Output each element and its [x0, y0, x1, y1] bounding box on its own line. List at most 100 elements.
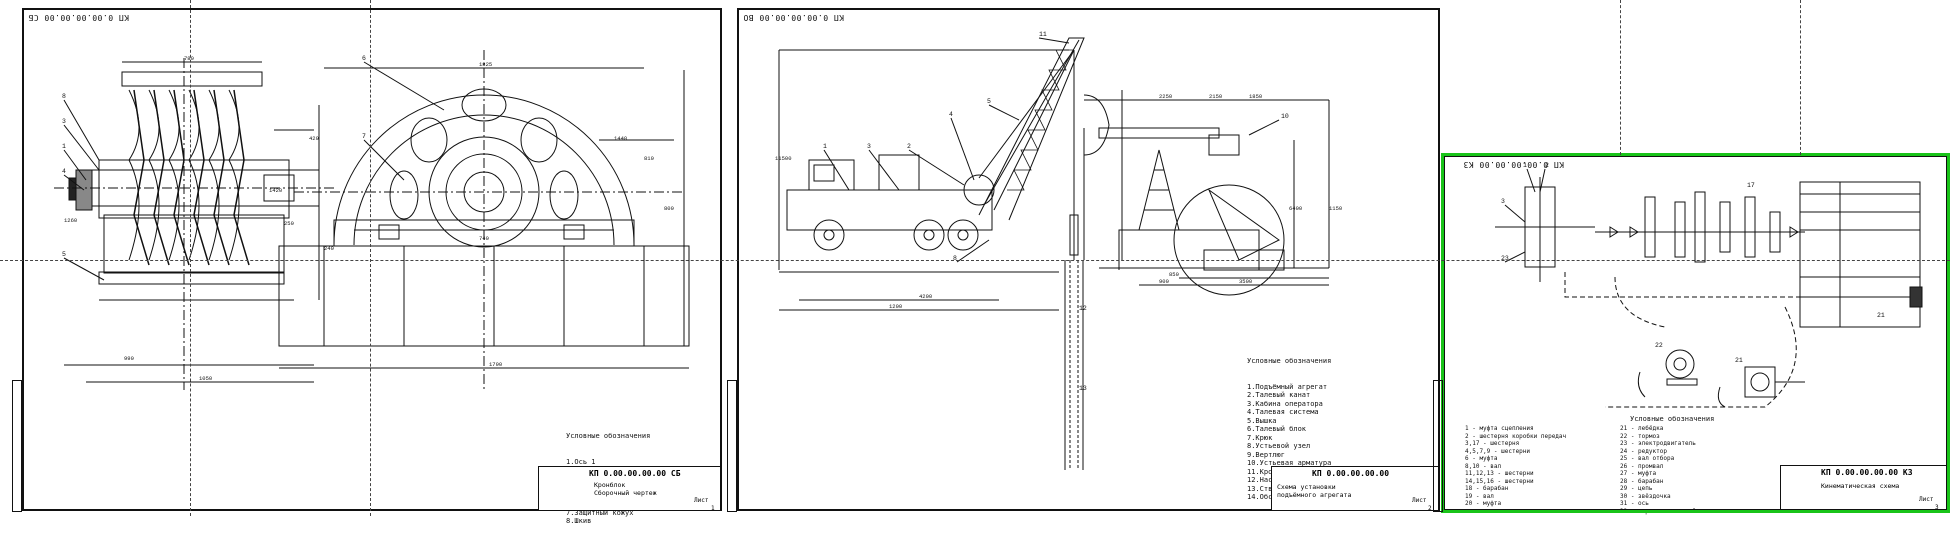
legend-item: 1 - муфта сцепления: [1465, 425, 1534, 432]
legend-item: 27 - муфта: [1620, 470, 1657, 477]
legend-item: 23 - электродвигатель: [1620, 440, 1696, 447]
legend-item: 2 - шестерня коробки передач: [1465, 432, 1567, 440]
sheet-3-drawing: 1 2 3 23 22 21 21 17: [1495, 162, 1923, 408]
dimension-label: 1420: [269, 187, 282, 194]
svg-text:2: 2: [1545, 162, 1549, 169]
legend-item: 6 - муфта: [1465, 455, 1498, 462]
legend-item: 29 - цепь: [1620, 485, 1653, 492]
dimension-label: 1200: [889, 303, 902, 310]
legend-item: 4.Талевая система: [1247, 408, 1319, 416]
svg-text:17: 17: [1747, 182, 1755, 189]
dimension-label: 740: [479, 235, 489, 242]
svg-text:22: 22: [1655, 342, 1663, 349]
drawing-canvas: КП 0.00.00.00.00 СБ: [0, 0, 1950, 525]
svg-text:5: 5: [62, 251, 66, 258]
sheet-1[interactable]: КП 0.00.00.00.00 СБ: [22, 8, 722, 525]
dimension-label: 4200: [919, 293, 932, 300]
legend-item: 1.Подъёмный агрегат: [1247, 382, 1328, 391]
dimension-label: 6400: [1289, 205, 1302, 212]
sheet-2[interactable]: КП 0.00.00.00.00 ВО: [737, 8, 1440, 512]
legend-item: 4,5,7,9 - шестерни: [1465, 447, 1531, 455]
title-block-name: Кинематическая схема: [1821, 482, 1900, 490]
sheet-3[interactable]: КП 0.00.00.00.00 КЗ: [1443, 155, 1948, 515]
binding-strip-1: [12, 380, 22, 512]
svg-text:6: 6: [362, 55, 366, 62]
title-block-code: КП 0.00.00.00.00 СБ: [589, 469, 681, 478]
legend-item: 6.Талевый блок: [1247, 425, 1307, 433]
dimension-label: 1260: [64, 217, 77, 224]
guide-v4: [1800, 0, 1801, 155]
title-block-sheet-number: 1: [711, 505, 715, 512]
svg-text:1: 1: [823, 143, 827, 150]
title-block-sheet-label: Лист: [694, 497, 709, 504]
sheet-3-title-block: КП 0.00.00.00.00 КЗ Кинематическая схема…: [1780, 465, 1947, 511]
legend-item: 21 - лебёдка: [1620, 425, 1664, 432]
title-block-sheet-number: 3: [1935, 504, 1939, 511]
sheet-3-legend-title: Условные обозначения: [1630, 415, 1715, 423]
svg-text:3: 3: [1501, 198, 1505, 205]
binding-strip-2: [727, 380, 737, 512]
binding-strip-3: [1433, 380, 1443, 512]
svg-text:13: 13: [1079, 385, 1087, 392]
dimension-label: 3500: [1239, 278, 1252, 285]
dimension-label: 800: [664, 205, 674, 212]
legend-item: 31 - ось: [1620, 500, 1649, 507]
dimension-label: 1850: [1249, 93, 1262, 100]
legend-item: 9.Вертлюг: [1247, 450, 1285, 459]
legend-item: 3.Кабина оператора: [1247, 399, 1323, 408]
svg-text:1: 1: [1523, 162, 1527, 169]
svg-text:21: 21: [1735, 357, 1743, 364]
svg-text:7: 7: [362, 133, 366, 140]
svg-text:21: 21: [1877, 312, 1885, 319]
title-block-code: КП 0.00.00.00.00 КЗ: [1821, 468, 1913, 477]
title-block-sheet-label: Лист: [1919, 496, 1934, 503]
legend-title: Условные обозначения: [566, 432, 651, 440]
guide-v3: [1620, 0, 1621, 155]
dimension-label: 2250: [1159, 93, 1172, 100]
legend-item: 2.Талевый канат: [1247, 391, 1311, 399]
legend-item: 11.Кронблок: [1247, 468, 1373, 477]
svg-text:3: 3: [62, 118, 66, 125]
legend-item: 14,15,16 - шестерни: [1465, 477, 1534, 485]
svg-text:12: 12: [1079, 305, 1087, 312]
legend-item: 22 - тормоз: [1620, 432, 1660, 440]
dimension-label: 240: [324, 245, 334, 252]
dimension-label: 900: [1159, 278, 1169, 285]
dimension-label: 1825: [479, 61, 492, 68]
sheet-2-title-block: КП 0.00.00.00.00 Схема установки подъёмн…: [1271, 466, 1439, 512]
legend-title: Условные обозначения: [1247, 357, 1332, 365]
legend-item: 7.Защитный кожух: [566, 508, 634, 517]
dimension-label: 850: [1169, 271, 1179, 278]
legend-item: 25 - вал отбора: [1620, 455, 1675, 462]
legend-item: 7.Крюк: [1247, 433, 1273, 442]
guide-v1: [190, 0, 191, 516]
dimension-label: 2150: [1209, 93, 1222, 100]
dimension-label: 1790: [489, 361, 502, 368]
legend-item: 32 - тормоз ленточный: [1620, 507, 1696, 515]
sheet-1-title-block: КП 0.00.00.00.00 СБ Кронблок Сборочный ч…: [538, 466, 721, 512]
svg-text:2: 2: [907, 143, 911, 150]
svg-text:8: 8: [62, 93, 66, 100]
legend-item: 5.Вышка: [1247, 416, 1277, 425]
title-block-code: КП 0.00.00.00.00: [1312, 469, 1390, 478]
legend-item: 28 - барабан: [1620, 477, 1664, 485]
legend-item: 20 - муфта: [1465, 500, 1502, 507]
svg-text:4: 4: [62, 168, 66, 175]
dimension-label: 11500: [775, 155, 792, 162]
title-block-name: Схема установки подъёмного агрегата: [1277, 483, 1352, 499]
legend-item: 18 - барабан: [1465, 485, 1509, 492]
legend-item: 8.Устьевой узел: [1247, 442, 1311, 450]
svg-text:5: 5: [987, 98, 991, 105]
legend-item: 1.Ось 1: [566, 457, 596, 466]
svg-text:8: 8: [953, 255, 957, 262]
legend-item: 19 - вал: [1465, 492, 1494, 500]
legend-item: 26 - промвал: [1620, 462, 1664, 470]
legend-item: 11,12,13 - шестерни: [1465, 470, 1534, 477]
legend-item: 10.Устьевая арматура: [1247, 459, 1332, 467]
dimension-label: 420: [309, 135, 319, 142]
svg-text:11: 11: [1039, 31, 1047, 38]
svg-text:23: 23: [1501, 255, 1509, 262]
